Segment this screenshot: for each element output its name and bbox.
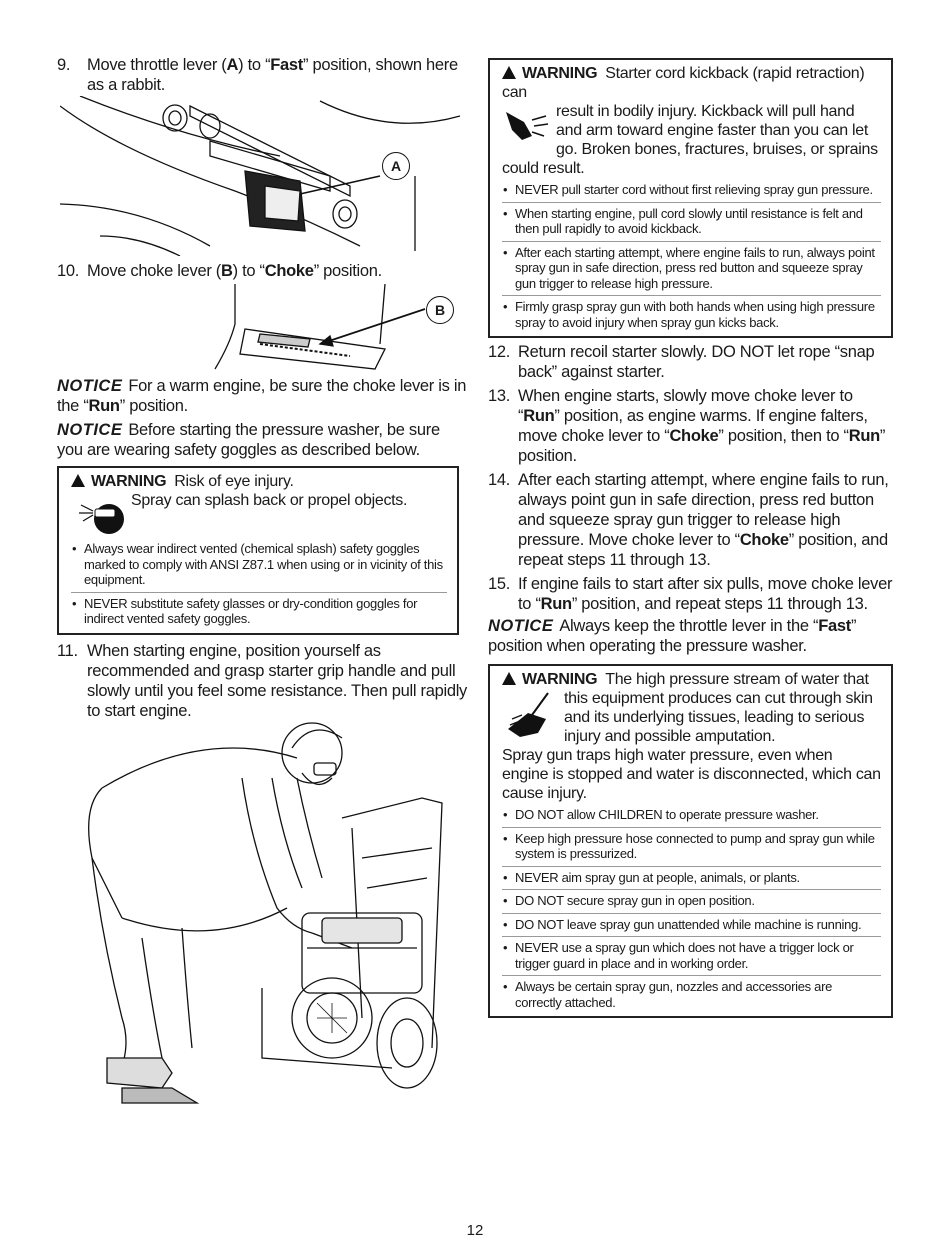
list-item: Keep high pressure hose connected to pum…	[502, 831, 881, 867]
list-item: NEVER aim spray gun at people, animals, …	[502, 870, 881, 890]
callout-b-circle: B	[426, 296, 454, 324]
alert-triangle-icon	[71, 474, 85, 487]
alert-triangle-icon	[502, 672, 516, 685]
eye-warning-list: Always wear indirect vented (chemical sp…	[71, 541, 447, 627]
starting-engine-illustration	[88, 722, 443, 1104]
list-item: DO NOT allow CHILDREN to operate pressur…	[502, 807, 881, 828]
step-14: 14.After each starting attempt, where en…	[488, 471, 889, 569]
step-12: 12.Return recoil starter slowly. DO NOT …	[488, 343, 875, 381]
step-9: 9.Move throttle lever (A) to “Fast” posi…	[57, 56, 458, 94]
step-10: 10.Move choke lever (B) to “Choke” posit…	[57, 262, 382, 280]
step-15: 15.If engine fails to start after six pu…	[488, 575, 893, 613]
list-item: Always wear indirect vented (chemical sp…	[71, 541, 447, 593]
callout-a-circle: A	[382, 152, 410, 180]
high-pressure-warning-list: DO NOT allow CHILDREN to operate pressur…	[502, 807, 881, 1010]
callout-a-label: A	[390, 158, 402, 174]
left-column: 9.Move throttle lever (A) to “Fast” posi…	[57, 55, 462, 95]
list-item: Always be certain spray gun, nozzles and…	[502, 979, 881, 1010]
kickback-hand-icon	[506, 112, 549, 140]
alert-triangle-icon	[502, 66, 516, 79]
callout-b-label: B	[434, 302, 446, 318]
step-13: 13.When engine starts, slowly move choke…	[488, 387, 886, 465]
choke-lever-illustration	[214, 284, 426, 370]
page-number: 12	[466, 1222, 484, 1239]
list-item: NEVER substitute safety glasses or dry-c…	[71, 596, 447, 627]
spray-cut-hand-icon	[508, 692, 549, 737]
list-item: NEVER use a spray gun which does not hav…	[502, 940, 881, 976]
step-11: 11.When starting engine, position yourse…	[57, 641, 468, 720]
list-item: NEVER pull starter cord without first re…	[502, 182, 881, 203]
list-item: DO NOT secure spray gun in open position…	[502, 893, 881, 914]
list-item: When starting engine, pull cord slowly u…	[502, 206, 881, 242]
goggles-face-icon	[79, 504, 124, 534]
list-item: Firmly grasp spray gun with both hands w…	[502, 299, 881, 330]
list-item: After each starting attempt, where engin…	[502, 245, 881, 296]
list-item: DO NOT leave spray gun unattended while …	[502, 917, 881, 937]
kickback-warning-list: NEVER pull starter cord without first re…	[502, 182, 881, 330]
throttle-lever-illustration	[60, 96, 461, 256]
